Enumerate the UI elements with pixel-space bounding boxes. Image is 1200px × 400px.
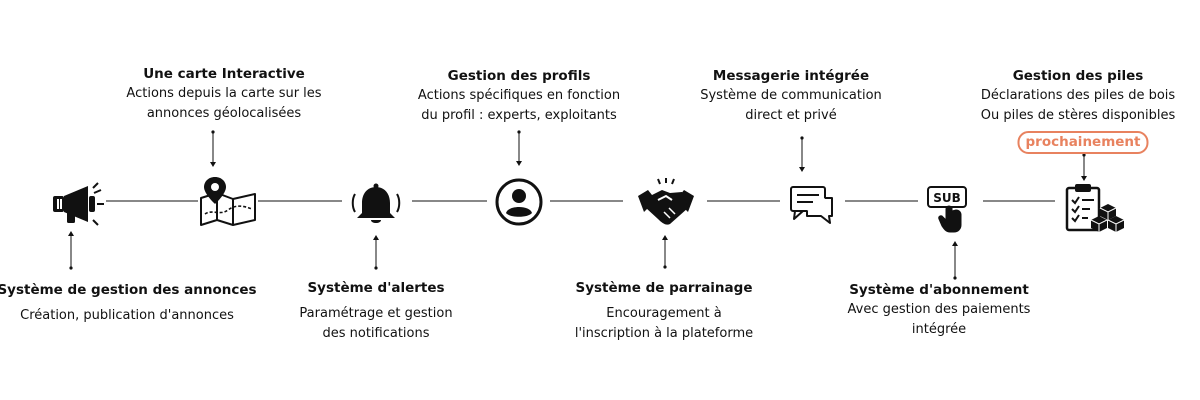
feature-title: Système de gestion des annonces [0,282,257,298]
feature-title: Système d'alertes [307,280,445,296]
bell-icon [351,183,401,223]
feature-abonnement: Système d'abonnement Avec gestion des pa… [848,280,1031,340]
feature-piles: Gestion des piles Déclarations des piles… [981,66,1176,126]
connector-carte [210,130,216,167]
feature-profils: Gestion des profils Actions spécifiques … [418,66,620,126]
feature-description-line: du profil : experts, exploitants [421,108,617,123]
connector-profils [516,130,522,166]
feature-annonces: Système de gestion des annonces Création… [0,280,257,326]
feature-description-line: Déclarations des piles de bois [980,88,1176,103]
connector-parrainage [662,235,668,269]
feature-description-line: Système de communication [700,88,882,103]
subscribe-button-icon: SUB [927,186,967,233]
feature-description-line: annonces géolocalisées [146,106,302,121]
feature-title: Gestion des profils [447,68,591,84]
connector-alertes [373,235,379,270]
feature-description-line: Actions depuis la carte sur les [126,86,322,101]
feature-description-line: des notifications [322,326,430,341]
feature-description-line: intégrée [911,322,967,337]
feature-description-line: direct et privé [745,108,837,123]
coming-soon-badge: prochainement [1017,131,1149,154]
feature-description-line: Avec gestion des paiements [847,302,1031,317]
feature-title: Système de parrainage [575,280,753,296]
feature-description-line: l'inscription à la plateforme [574,326,754,341]
connector-piles [1081,153,1087,181]
chat-bubbles-icon [790,186,833,224]
clipboard-wood-stack-icon [1065,184,1125,232]
feature-description-line: Actions spécifiques en fonction [417,88,621,103]
feature-title: Gestion des piles [1012,68,1144,84]
feature-title: Messagerie intégrée [712,68,870,84]
user-profile-icon [495,178,543,226]
feature-title: Système d'abonnement [849,282,1029,298]
feature-parrainage: Système de parrainage Encouragement à l'… [575,278,753,344]
megaphone-icon [53,182,104,226]
feature-description-line: Encouragement à [606,306,722,321]
feature-description-line: Ou piles de stères disponibles [980,108,1176,123]
feature-messagerie: Messagerie intégrée Système de communica… [700,66,882,126]
connectors [68,130,1087,280]
handshake-icon [638,178,694,225]
feature-description-line: Paramétrage et gestion [299,306,453,321]
feature-carte-interactive: Une carte Interactive Actions depuis la … [126,64,321,124]
connector-abonnement [952,241,958,280]
map-pin-icon [200,177,256,226]
subscribe-label: SUB [933,191,961,205]
connector-annonces [68,231,74,270]
feature-alertes: Système d'alertes Paramétrage et gestion… [299,278,452,344]
feature-title: Une carte Interactive [143,66,305,82]
connector-messagerie [799,136,805,172]
feature-description-line: Création, publication d'annonces [20,308,234,323]
